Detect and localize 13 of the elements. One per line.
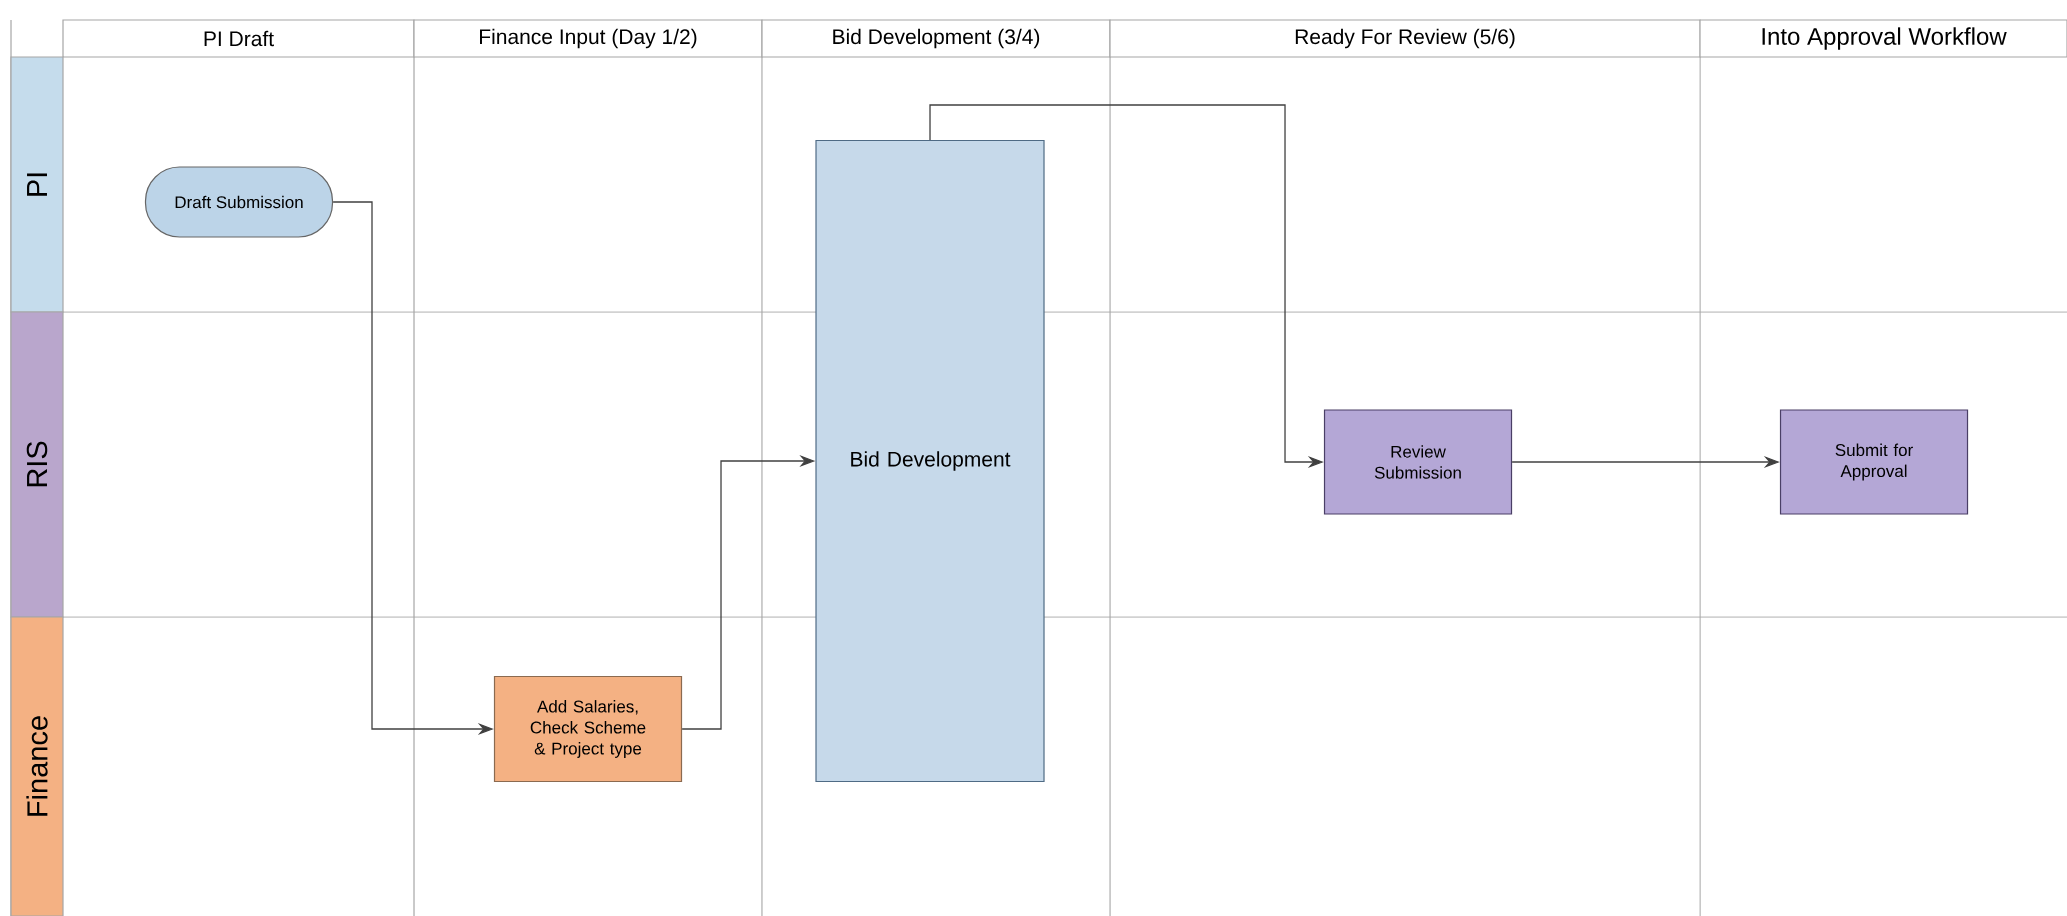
lane-label: RIS xyxy=(10,311,64,618)
process-box: Bid Development xyxy=(815,139,1045,783)
column-header: Ready For Review (5/6) xyxy=(1109,19,1701,58)
start-terminal: Draft Submission xyxy=(144,166,334,238)
lane-label: PI xyxy=(10,56,64,313)
process-box: Review Submission xyxy=(1323,409,1513,515)
process-box: Submit for Approval xyxy=(1779,409,1969,515)
column-header: Bid Development (3/4) xyxy=(761,19,1111,58)
process-box: Add Salaries, Check Scheme & Project type xyxy=(493,675,683,783)
lane-label: Finance xyxy=(10,616,64,916)
column-header: PI Draft xyxy=(62,19,415,58)
column-header: Into Approval Workflow xyxy=(1699,19,2067,58)
column-header: Finance Input (Day 1/2) xyxy=(413,19,763,58)
